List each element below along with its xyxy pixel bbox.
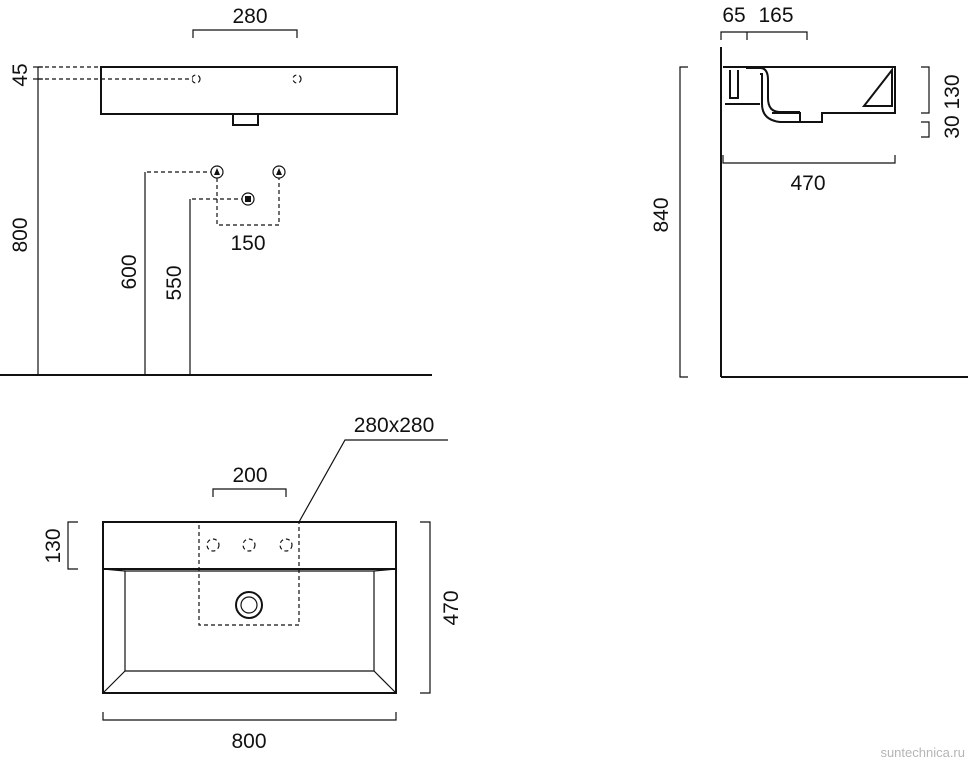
tap-hole-3 [279,538,293,552]
drain-outer [235,591,263,619]
supply-valve-right [272,165,286,179]
dim-line-130-side [921,66,930,114]
bowl-corners [102,568,397,694]
basin-front-wall [861,67,893,107]
dim-600-label: 600 [118,254,141,289]
inner-bowl-curve-2 [760,73,800,123]
dim-280x280-label: 280x280 [354,414,435,437]
front-view: 280 45 800 600 550 150 [0,5,432,376]
overflow-channel [729,70,739,99]
dim-line-470-top [420,521,431,694]
dim-470-top-label: 470 [440,590,463,625]
dim-line-30-side [921,121,930,138]
dim-65-label: 65 [722,4,745,27]
dim-130-top-label: 130 [42,528,65,563]
basin-top-outline [102,521,397,694]
tap-hole-left [191,74,201,84]
dim-130-side-label: 130 [941,74,964,109]
dim-line-150 [216,178,280,226]
drain-inner [240,596,258,614]
dim-line-280 [192,29,298,38]
dim-150-label: 150 [230,232,265,255]
watermark: suntechnica.ru [880,745,965,760]
tap-hole-1 [206,538,220,552]
dim-550-label: 550 [163,265,186,300]
top-view: 280x280 200 130 470 800 [42,414,463,753]
leader-280x280 [298,439,448,523]
waste-outlet [241,192,255,206]
side-view: 65 165 470 840 130 30 [650,4,968,378]
dim-line-top-side [720,31,808,40]
dim-800-top-label: 800 [231,730,266,753]
tap-zone [198,521,300,626]
dim-line-200 [212,488,287,497]
dim-line-800-top [102,712,397,721]
tap-hole-right [292,74,302,84]
drain-stub [232,114,259,126]
basin-profile [723,66,896,123]
supply-valve-left [210,165,224,179]
dim-line-470-side [722,155,896,164]
inner-bowl-curve [746,67,800,113]
dim-840-label: 840 [650,197,673,232]
dim-280-label: 280 [232,5,267,28]
dim-800-label: 800 [9,217,32,252]
dim-200-label: 200 [232,464,267,487]
dim-line-130-top [67,521,78,570]
dim-line-840 [679,66,688,378]
dim-165-label: 165 [758,4,793,27]
dim-45-label: 45 [9,63,32,86]
tap-hole-2 [242,538,256,552]
dim-470-side-label: 470 [790,172,825,195]
basin-front [100,66,398,115]
bowl-inner [124,570,375,672]
dim-30-label: 30 [941,115,964,138]
